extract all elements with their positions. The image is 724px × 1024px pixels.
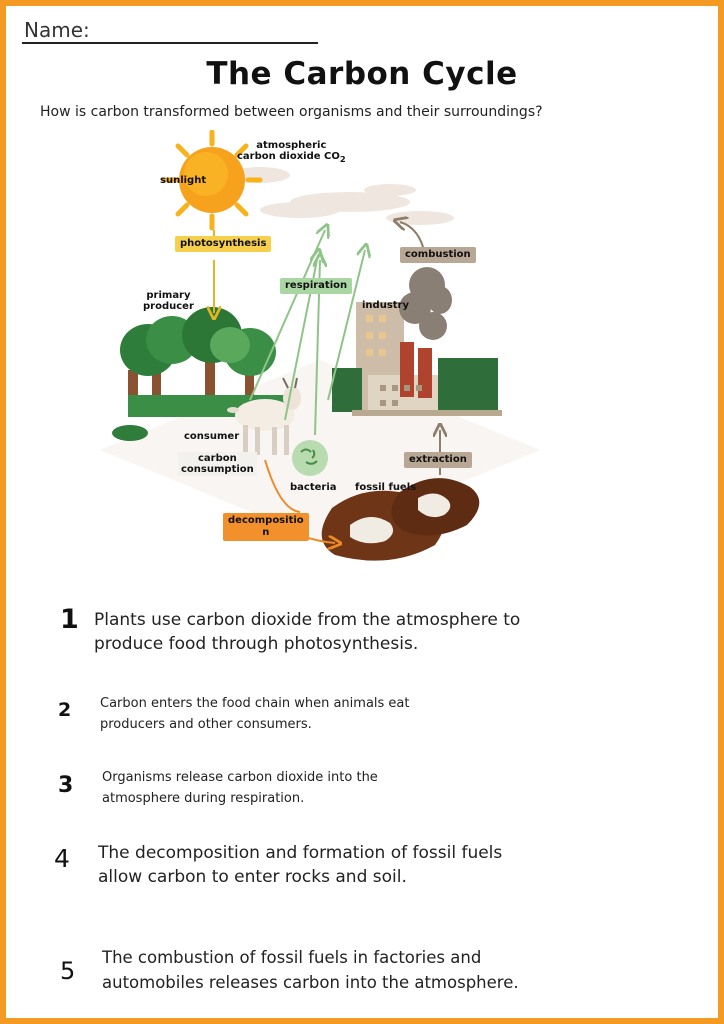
- page-title: The Carbon Cycle: [206, 56, 518, 92]
- atmosphere-label-line1: atmospheric: [256, 140, 327, 151]
- statement-text-line2: produce food through photosynthesis.: [94, 634, 419, 654]
- statement-number: 1: [60, 604, 79, 635]
- sun-icon: [161, 130, 263, 231]
- fossil-fuels-label: fossil fuels: [355, 482, 417, 493]
- primary-producer-label: primary producer: [143, 290, 194, 312]
- page-question: How is carbon transformed between organi…: [40, 104, 543, 120]
- atmosphere-label: atmospheric carbon dioxide CO2: [237, 140, 346, 165]
- statement-text: Organisms release carbon dioxide into th…: [102, 767, 378, 809]
- name-label: Name:: [24, 18, 90, 42]
- statement-text-line2: atmosphere during respiration.: [102, 791, 305, 806]
- combustion-tag: combustion: [400, 247, 476, 263]
- statement-text-line1: Plants use carbon dioxide from the atmos…: [94, 610, 521, 630]
- respiration-tag: respiration: [280, 278, 353, 294]
- decomposition-line1: decompositio: [228, 515, 304, 526]
- carbon-cycle-diagram: atmospheric carbon dioxide CO2 sunlight …: [100, 130, 540, 580]
- statement-text-line1: Organisms release carbon dioxide into th…: [102, 770, 378, 785]
- statement-number: 3: [58, 773, 74, 798]
- bacteria-icon: [292, 440, 328, 476]
- sunlight-label: sunlight: [160, 175, 207, 186]
- primary-producer-line2: producer: [143, 301, 194, 312]
- extraction-tag: extraction: [404, 452, 472, 468]
- statement-text-line1: Carbon enters the food chain when animal…: [100, 696, 410, 711]
- bacteria-label: bacteria: [290, 482, 337, 493]
- carbon-consumption-line1: carbon: [198, 453, 237, 464]
- statement-text: The combustion of fossil fuels in factor…: [102, 945, 519, 995]
- smoke-icon: [399, 267, 452, 340]
- statement-text-line2: automobiles releases carbon into the atm…: [102, 973, 519, 992]
- decomposition-tag: decompositio n: [223, 513, 309, 541]
- carbon-consumption-label: carbon consumption: [178, 452, 257, 476]
- statement-number: 4: [54, 844, 70, 873]
- trees-icon: [112, 307, 288, 441]
- statement-text: The decomposition and formation of fossi…: [98, 841, 502, 889]
- co2-subscript: 2: [339, 154, 346, 164]
- statement-number: 5: [60, 957, 76, 985]
- statement-text-line1: The decomposition and formation of fossi…: [98, 843, 503, 863]
- decomposition-line2: n: [262, 527, 270, 538]
- primary-producer-line1: primary: [146, 290, 191, 301]
- statement-text: Carbon enters the food chain when animal…: [100, 693, 410, 735]
- name-entry-line[interactable]: [22, 42, 318, 44]
- clouds: [230, 167, 454, 225]
- photosynthesis-tag: photosynthesis: [175, 236, 272, 252]
- industry-label: industry: [362, 300, 410, 311]
- carbon-cycle-illustration: [100, 130, 540, 561]
- statement-number: 2: [58, 699, 72, 721]
- industry-icon: [332, 302, 502, 416]
- atmosphere-label-line2: carbon dioxide CO: [237, 151, 340, 162]
- statement-text: Plants use carbon dioxide from the atmos…: [94, 608, 520, 656]
- statement-text-line1: The combustion of fossil fuels in factor…: [102, 948, 482, 967]
- statement-text-line2: producers and other consumers.: [100, 717, 312, 732]
- statement-text-line2: allow carbon to enter rocks and soil.: [98, 867, 407, 887]
- carbon-consumption-line2: consumption: [181, 464, 254, 475]
- fossil-icon: [321, 478, 480, 561]
- consumer-label: consumer: [184, 431, 240, 442]
